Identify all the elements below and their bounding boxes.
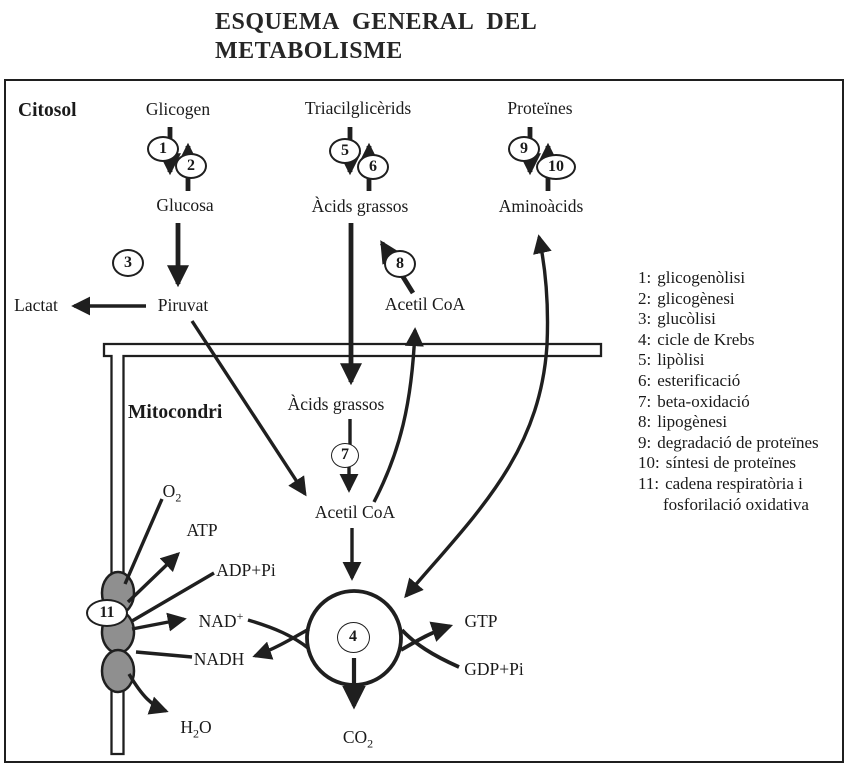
step-circle-11: 11 [86,599,128,627]
legend-item-10: 10:síntesi de proteïnes [638,453,797,473]
o2-sub: 2 [175,490,182,505]
node-acids-grassos-mitochondria: Àcids grassos [287,394,385,414]
line-gdp-pi-to-krebs [400,628,460,669]
step-circle-8: 8 [384,250,416,278]
step-circle-7: 7 [331,442,359,468]
line-o2-to-complex [123,498,164,585]
arrow-krebs-to-nadh [252,627,310,660]
arrow-krebs-aminoacids-exchange [404,234,552,599]
line-nadh-to-complex [135,650,193,659]
line-nad-to-krebs [247,618,310,650]
membrane-complex-oval-3 [100,648,136,694]
region-label-citosol: Citosol [18,100,77,121]
step-5-number: 5 [341,142,349,159]
node-aminoacids: Aminoàcids [498,196,584,216]
legend-item-7: 7:beta-oxidació [638,391,750,411]
node-lactat: Lactat [14,295,58,315]
node-piruvat: Piruvat [157,295,209,315]
legend-item-2: 2:glicogènesi [638,288,735,308]
mitochondrion-membrane [102,342,603,756]
legend-item-1: 1:glicogenòlisi [638,268,746,287]
node-acids-grassos-cytosol: Àcids grassos [311,196,409,216]
step-2-number: 2 [187,157,195,174]
step-9-number: 9 [520,140,528,157]
legend-item-11-line2: fosforilació oxidativa [663,494,809,514]
step-7-number: 7 [341,446,349,463]
line-adp-pi-to-complex [131,571,215,623]
co2-base: CO [342,727,368,747]
node-glicogen: Glicogen [145,99,211,119]
step-circle-6: 6 [357,154,389,180]
arrow-piruvat-to-acetilcoa-mit [190,320,307,497]
arrow-complex-to-atp [126,552,181,604]
molecule-gdp-pi: GDP+Pi [464,659,524,679]
molecule-adp-pi: ADP+Pi [216,560,276,580]
legend-item-9: 9:degradació de proteïnes [638,432,819,452]
legend-item-6: 6:esterificació [638,370,741,390]
step-circle-9: 9 [508,136,540,162]
molecule-gtp: GTP [464,611,498,631]
molecule-o2: O2 [162,480,182,505]
step-circle-3: 3 [112,249,144,277]
step-10-number: 10 [548,158,564,175]
step-1-number: 1 [159,140,167,157]
arrow-complex-to-h2o [127,673,169,715]
step-circle-2: 2 [175,153,207,179]
cytosol-boundary-box [4,79,844,763]
arrow-complex-to-nad [131,612,187,632]
molecule-co2: CO2 [342,726,374,751]
step-circle-1: 1 [147,136,179,162]
legend-item-11: 11:cadena respiratòria i [638,473,803,493]
legend-item-8: 8:lipogènesi [638,412,728,432]
molecule-nad: NAD+ [199,610,244,632]
o2-base: O [162,481,176,501]
node-acetil-coa-mitochondria: Acetil CoA [314,502,396,522]
arrow-krebs-to-gtp [400,621,454,652]
step-8-number: 8 [396,255,404,272]
step-circle-5: 5 [329,138,361,164]
molecule-nadh: NADH [193,649,245,669]
step-circle-10: 10 [536,154,576,180]
step-6-number: 6 [369,158,377,175]
h2o-p2: O [199,717,212,737]
title-line-2: METABOLISME [215,38,403,64]
node-triacilglicerids: Triacilglicèrids [304,98,412,118]
h2o-p1: H [180,717,193,737]
molecule-h2o: H2O [180,716,212,741]
legend: 1:glicogenòlisi 2:glicogènesi 3:glucòlis… [638,268,819,515]
title-line-1: ESQUEMA GENERAL DEL [215,9,538,35]
region-label-mitocondri: Mitocondri [128,402,223,423]
nad-sup: + [236,609,244,624]
step-11-number: 11 [99,604,115,621]
node-glucosa: Glucosa [156,195,214,215]
nad-base: NAD [198,611,237,631]
page-title: ESQUEMA GENERAL DEL METABOLISME [215,8,537,66]
step-3-number: 3 [124,254,132,271]
h2o-sub: 2 [193,726,199,741]
step-circle-4: 4 [336,621,370,653]
legend-item-3: 3:glucòlisi [638,309,716,329]
molecule-atp: ATP [186,520,218,540]
step-4-number: 4 [349,628,357,645]
co2-sub: 2 [367,736,374,751]
node-proteines: Proteïnes [507,98,573,118]
node-acetil-coa-cytosol: Acetil CoA [384,294,466,314]
legend-item-4: 4:cicle de Krebs [638,329,755,349]
legend-item-5: 5:lipòlisi [638,350,705,370]
